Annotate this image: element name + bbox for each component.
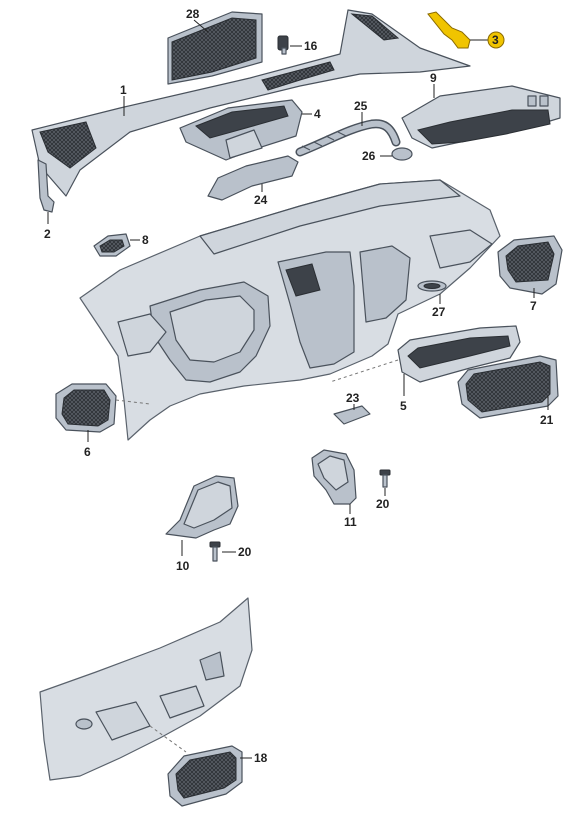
callout-7: 7 <box>530 299 537 313</box>
part-23-connector <box>333 404 371 425</box>
callout-21: 21 <box>540 413 554 427</box>
part-21-vent <box>457 355 559 419</box>
part-2-side-trim <box>37 159 55 224</box>
part-1-upper-cover <box>31 9 471 197</box>
callout-10: 10 <box>176 559 190 573</box>
dashboard-main-panel <box>79 179 501 441</box>
part-4-center-vent-housing <box>179 99 312 161</box>
part-28-speaker-grille <box>167 11 263 85</box>
callout-2: 2 <box>44 227 51 241</box>
part-6-left-vent <box>55 383 151 442</box>
part-24-duct <box>207 155 299 201</box>
callout-11: 11 <box>344 515 357 529</box>
callout-6: 6 <box>84 445 91 459</box>
part-10-bracket <box>165 475 239 556</box>
part-8-small-vent <box>93 233 140 257</box>
callout-16: 16 <box>304 39 318 53</box>
callout-18: 18 <box>254 751 268 765</box>
bulkhead-panel <box>39 597 253 781</box>
part-20-screw-right <box>379 469 391 496</box>
callout-labels: 28 16 3 9 1 25 4 26 24 2 8 7 27 23 5 21 … <box>44 7 554 765</box>
callout-3: 3 <box>492 33 499 47</box>
callout-20-right: 20 <box>376 497 390 511</box>
callout-25: 25 <box>354 99 368 113</box>
part-3-bracket-highlighted <box>427 11 488 49</box>
part-16-clip <box>277 35 302 55</box>
callout-26: 26 <box>362 149 376 163</box>
part-27-switch <box>417 280 447 304</box>
part-20-screw-left <box>209 541 236 562</box>
callout-8: 8 <box>142 233 149 247</box>
part-7-right-vent <box>497 235 563 298</box>
callout-27: 27 <box>432 305 446 319</box>
part-26-hose-end <box>380 147 413 161</box>
callout-24: 24 <box>254 193 268 207</box>
callout-1: 1 <box>120 83 127 97</box>
callout-20-left: 20 <box>238 545 252 559</box>
part-11-bracket <box>311 449 357 514</box>
callout-23: 23 <box>346 391 360 405</box>
part-18-vent <box>167 745 252 807</box>
callout-5: 5 <box>400 399 407 413</box>
callout-3-badge <box>487 31 505 49</box>
part-9-glovebox <box>401 84 561 149</box>
part-25-hose <box>295 112 401 157</box>
callout-9: 9 <box>430 71 437 85</box>
part-5-center-vent <box>329 325 521 396</box>
callout-28: 28 <box>186 7 200 21</box>
callout-4: 4 <box>314 107 321 121</box>
